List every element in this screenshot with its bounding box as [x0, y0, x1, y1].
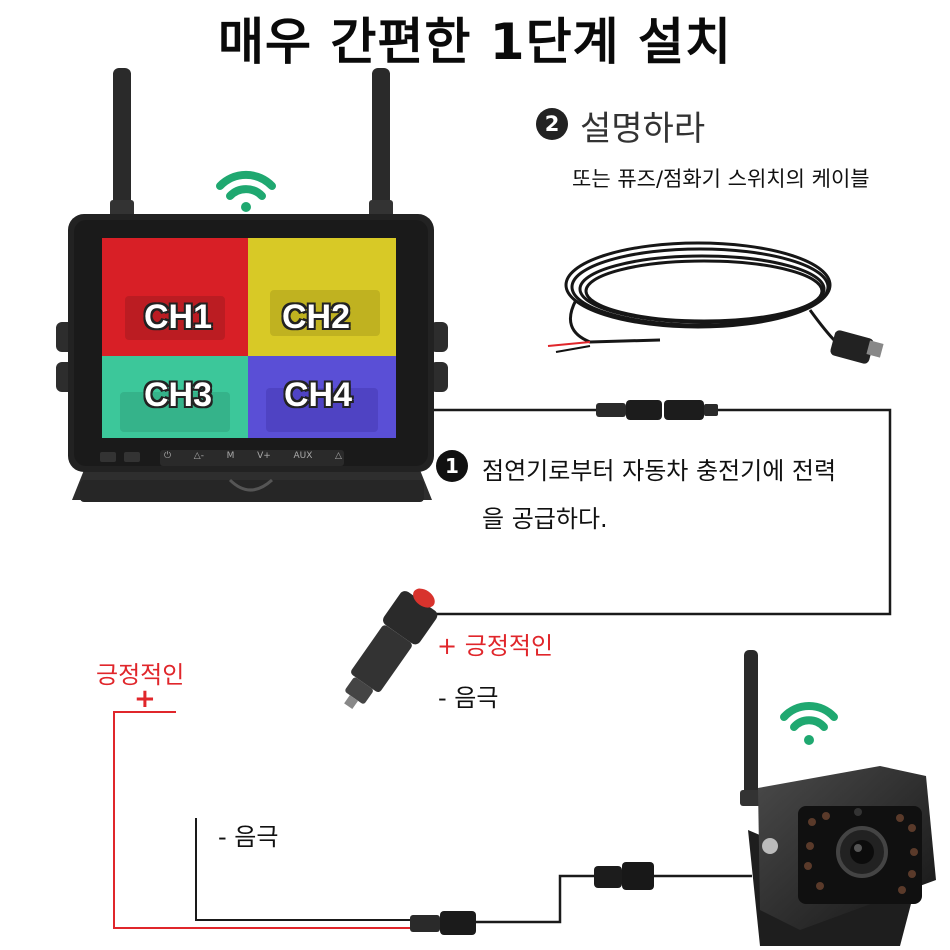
- monitor-button-row: ⏻ △- M V+ AUX △: [164, 451, 342, 465]
- plug-positive-label: + 긍정적인: [437, 632, 554, 660]
- top-cable-connector: [596, 400, 718, 420]
- cigarette-lighter-plug: [344, 588, 438, 710]
- volume-up-button[interactable]: V+: [257, 451, 271, 461]
- extension-cable-coil: [564, 241, 838, 344]
- channel-label-1: CH1: [144, 298, 213, 336]
- brightness-down-button[interactable]: △-: [193, 451, 204, 461]
- negative-wire: [195, 818, 410, 921]
- dc-plug: [830, 330, 884, 364]
- menu-button[interactable]: M: [226, 451, 235, 461]
- monitor-antenna-left: [113, 68, 131, 210]
- camera-wifi-icon: [780, 702, 838, 745]
- positive-wire: [113, 711, 410, 929]
- step-1-description-line-2: 을 공급하다.: [482, 505, 608, 533]
- channel-label-3: CH3: [144, 376, 213, 414]
- aux-button[interactable]: AUX: [293, 451, 313, 461]
- monitor: [56, 68, 448, 502]
- camera-cable: [476, 874, 752, 924]
- monitor-antenna-right: [372, 68, 390, 210]
- step-1-badge: 1: [436, 450, 468, 482]
- power-button[interactable]: ⏻: [164, 451, 172, 461]
- bottom-cable-connector: [410, 911, 476, 935]
- step-2-title: 설명하라: [580, 109, 706, 149]
- plug-negative-label: - 음극: [438, 684, 499, 712]
- step-2-badge: 2: [536, 108, 568, 140]
- camera-antenna: [744, 650, 758, 800]
- camera-cable-connector: [594, 862, 654, 890]
- wire-positive-sign: +: [134, 684, 156, 714]
- channel-label-4: CH4: [284, 376, 353, 414]
- backup-camera: [740, 650, 936, 946]
- page-title: 매우 간편한 1단계 설치: [217, 13, 732, 71]
- channel-label-2: CH2: [282, 298, 351, 336]
- step-1-description-line-1: 점연기로부터 자동차 충전기에 전력: [482, 457, 837, 485]
- wifi-icon: [216, 170, 276, 212]
- step-2-description: 또는 퓨즈/점화기 스위치의 케이블: [572, 167, 870, 191]
- wire-negative-label: - 음극: [218, 823, 279, 851]
- wire-positive-label: 긍정적인: [96, 661, 185, 689]
- bare-wire-ends: [547, 341, 591, 353]
- brightness-up-button[interactable]: △: [335, 451, 342, 461]
- monitor-power-cable: [432, 408, 892, 616]
